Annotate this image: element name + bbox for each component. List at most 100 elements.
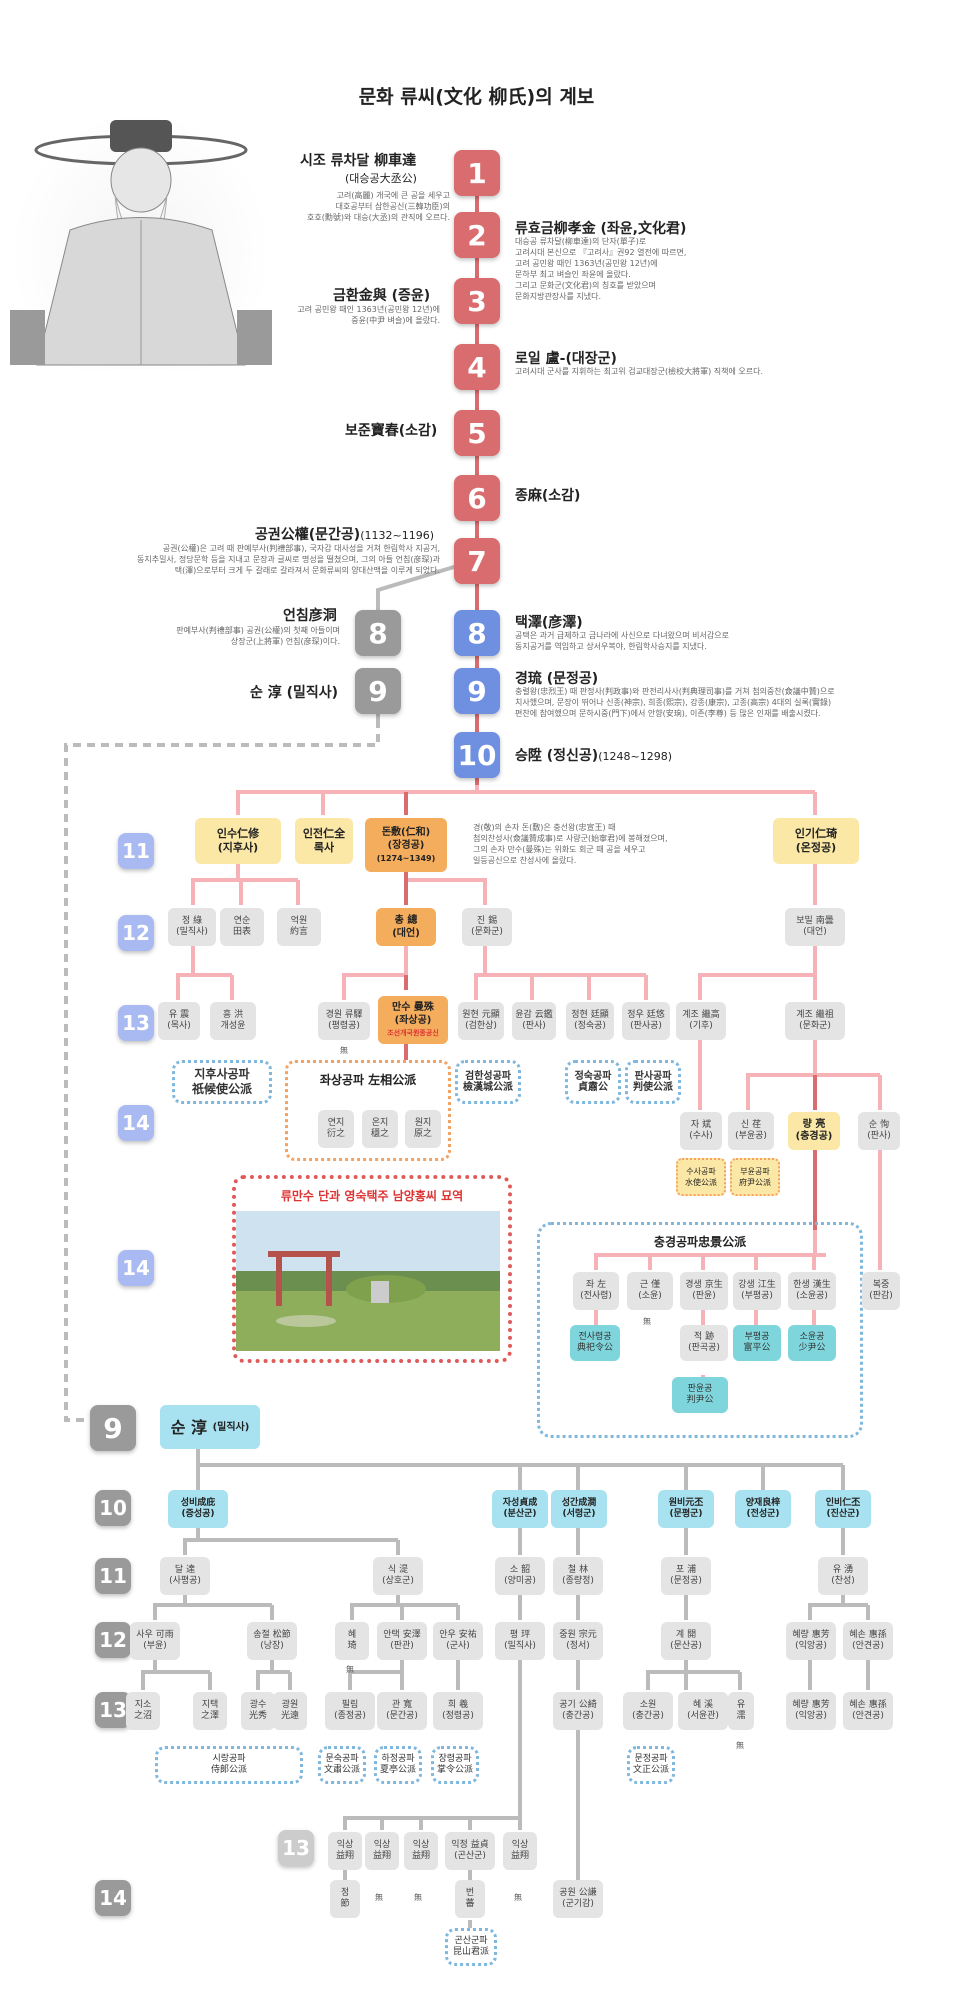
person-l10-wonbi[interactable]: 원비元丕(문평군) — [658, 1490, 714, 1528]
person-l12-pyeong[interactable]: 평 玶(밀직사) — [495, 1622, 545, 1660]
branch-chunggyeong[interactable]: 충경공파忠景公派 — [537, 1222, 863, 1438]
person-l10-seongbi[interactable]: 성비成庇(증성공) — [168, 1490, 228, 1528]
person-g13-yungam[interactable]: 윤감 云鑑(판사) — [512, 1002, 556, 1040]
person-l11-sik[interactable]: 식 湜(상호군) — [373, 1557, 423, 1595]
person-gyeongsaeng[interactable]: 경생 京生(판윤) — [680, 1272, 728, 1310]
gen8b-badge[interactable]: 8 — [454, 610, 500, 656]
person-l13-pillim[interactable]: 필림(종정공) — [325, 1692, 375, 1730]
person-g13-wonhyeon[interactable]: 원현 元顯(검한상) — [458, 1002, 504, 1040]
gen7-badge[interactable]: 7 — [454, 538, 500, 584]
person-g13-yu[interactable]: 유 震(목사) — [158, 1002, 200, 1040]
gen1-badge[interactable]: 1 — [454, 150, 500, 196]
person-g14-ja[interactable]: 자 斌(수사) — [680, 1112, 722, 1150]
person-l12-anu[interactable]: 안우 安祐(군사) — [433, 1622, 483, 1660]
gen9b-badge[interactable]: 9 — [454, 668, 500, 714]
person-l10-seonggan[interactable]: 성간成澗(서령군) — [551, 1490, 607, 1528]
person-l11-cheol[interactable]: 철 林(종량정) — [553, 1557, 603, 1595]
person-l13b-ikjeong[interactable]: 익정 益貞(곤산군) — [445, 1832, 495, 1870]
person-ingi[interactable]: 인기仁琦(온정공) — [773, 818, 859, 864]
person-l13-sowon[interactable]: 소원(충간공) — [623, 1692, 673, 1730]
person-l13-hyeson[interactable]: 혜손 惠孫(안견공) — [843, 1692, 893, 1730]
person-l10-jaseong[interactable]: 자성貞成(분산군) — [492, 1490, 548, 1528]
person-l12-jongwon[interactable]: 중원 宗元(정서) — [553, 1622, 603, 1660]
gen2-badge[interactable]: 2 — [454, 212, 500, 258]
person-l13-hyeryang[interactable]: 혜량 惠芳(익앙공) — [786, 1692, 836, 1730]
person-l10-inbi[interactable]: 인비仁丕(진산군) — [815, 1490, 871, 1528]
person-gangsaeng[interactable]: 강생 江生(부평공) — [733, 1272, 781, 1310]
person-l12-songjeol[interactable]: 송절 松節(낭장) — [247, 1622, 297, 1660]
gen9a-badge[interactable]: 9 — [355, 668, 401, 714]
gen4-badge[interactable]: 4 — [454, 344, 500, 390]
person-chong[interactable]: 총 總(대언) — [376, 908, 436, 946]
person-g14-sun[interactable]: 순 恂(판사) — [858, 1112, 900, 1150]
gen6-badge[interactable]: 6 — [454, 475, 500, 521]
person-g13-gyejo1[interactable]: 계조 繼高(기후) — [676, 1002, 726, 1040]
person-hansaeng[interactable]: 한생 漢生(소윤공) — [788, 1272, 836, 1310]
person-l13-gwan[interactable]: 관 寬(문간공) — [377, 1692, 427, 1730]
person-l13-hui[interactable]: 희 羲(정령공) — [433, 1692, 483, 1730]
person-jwa[interactable]: 좌 左(전사령) — [573, 1272, 619, 1310]
person-insu[interactable]: 인수仁修(지후사) — [195, 818, 281, 864]
person-l12-hyeryang[interactable]: 혜량 惠芳(익앙공) — [786, 1622, 836, 1660]
person-l11-yu[interactable]: 유 湧(찬성) — [818, 1557, 868, 1595]
gen10-badge[interactable]: 10 — [454, 732, 500, 778]
person-l13-hye[interactable]: 혜 溪(서윤관) — [678, 1692, 728, 1730]
person-g13-jeonghyeon[interactable]: 정현 廷顯(정숙공) — [566, 1002, 614, 1040]
gen3-badge[interactable]: 3 — [454, 278, 500, 324]
person-g12-jeong[interactable]: 정 綠(밀직사) — [168, 908, 216, 946]
gen5-badge[interactable]: 5 — [454, 410, 500, 456]
gen8a-badge[interactable]: 8 — [355, 610, 401, 656]
person-l11-so[interactable]: 소 韶(양미공) — [495, 1557, 545, 1595]
person-l11-po[interactable]: 포 浦(문정공) — [661, 1557, 711, 1595]
person-jin[interactable]: 진 錫(문화군) — [462, 908, 512, 946]
person-l12-gye[interactable]: 계 開(문산공) — [661, 1622, 711, 1660]
person-mansu[interactable]: 만수 曼殊(좌상공)조선개국원종공신 — [378, 996, 448, 1044]
person-bokjung[interactable]: 복중(판감) — [862, 1272, 900, 1310]
person-g13-jeongu[interactable]: 정우 廷悠(판사공) — [622, 1002, 670, 1040]
person-l11-dal[interactable]: 달 達(사평공) — [160, 1557, 210, 1595]
person-l12-sau[interactable]: 사우 可雨(부윤) — [130, 1622, 180, 1660]
person-l13-gonggi[interactable]: 공기 公綺(충간공) — [553, 1692, 603, 1730]
person-g13-gyeongwon[interactable]: 경원 류驛(평령공) — [318, 1002, 370, 1040]
person-don[interactable]: 돈敷(仁和)(장경공)(1274~1349) — [365, 818, 447, 872]
person-l10-yangjae[interactable]: 양재良梓(전성군) — [735, 1490, 791, 1528]
person-l12-hyeson[interactable]: 혜손 惠孫(안견공) — [843, 1622, 893, 1660]
person-l14-gongwon[interactable]: 공원 公謙(군기감) — [553, 1880, 603, 1918]
person-sun-lower[interactable]: 순 淳 (밀직사) — [160, 1405, 260, 1449]
person-bomil[interactable]: 보밀 南曇(대언) — [785, 908, 845, 946]
person-g14-sin[interactable]: 신 荏(부윤공) — [728, 1112, 774, 1150]
person-g14-ryang[interactable]: 량 亮(충경공) — [788, 1112, 840, 1150]
